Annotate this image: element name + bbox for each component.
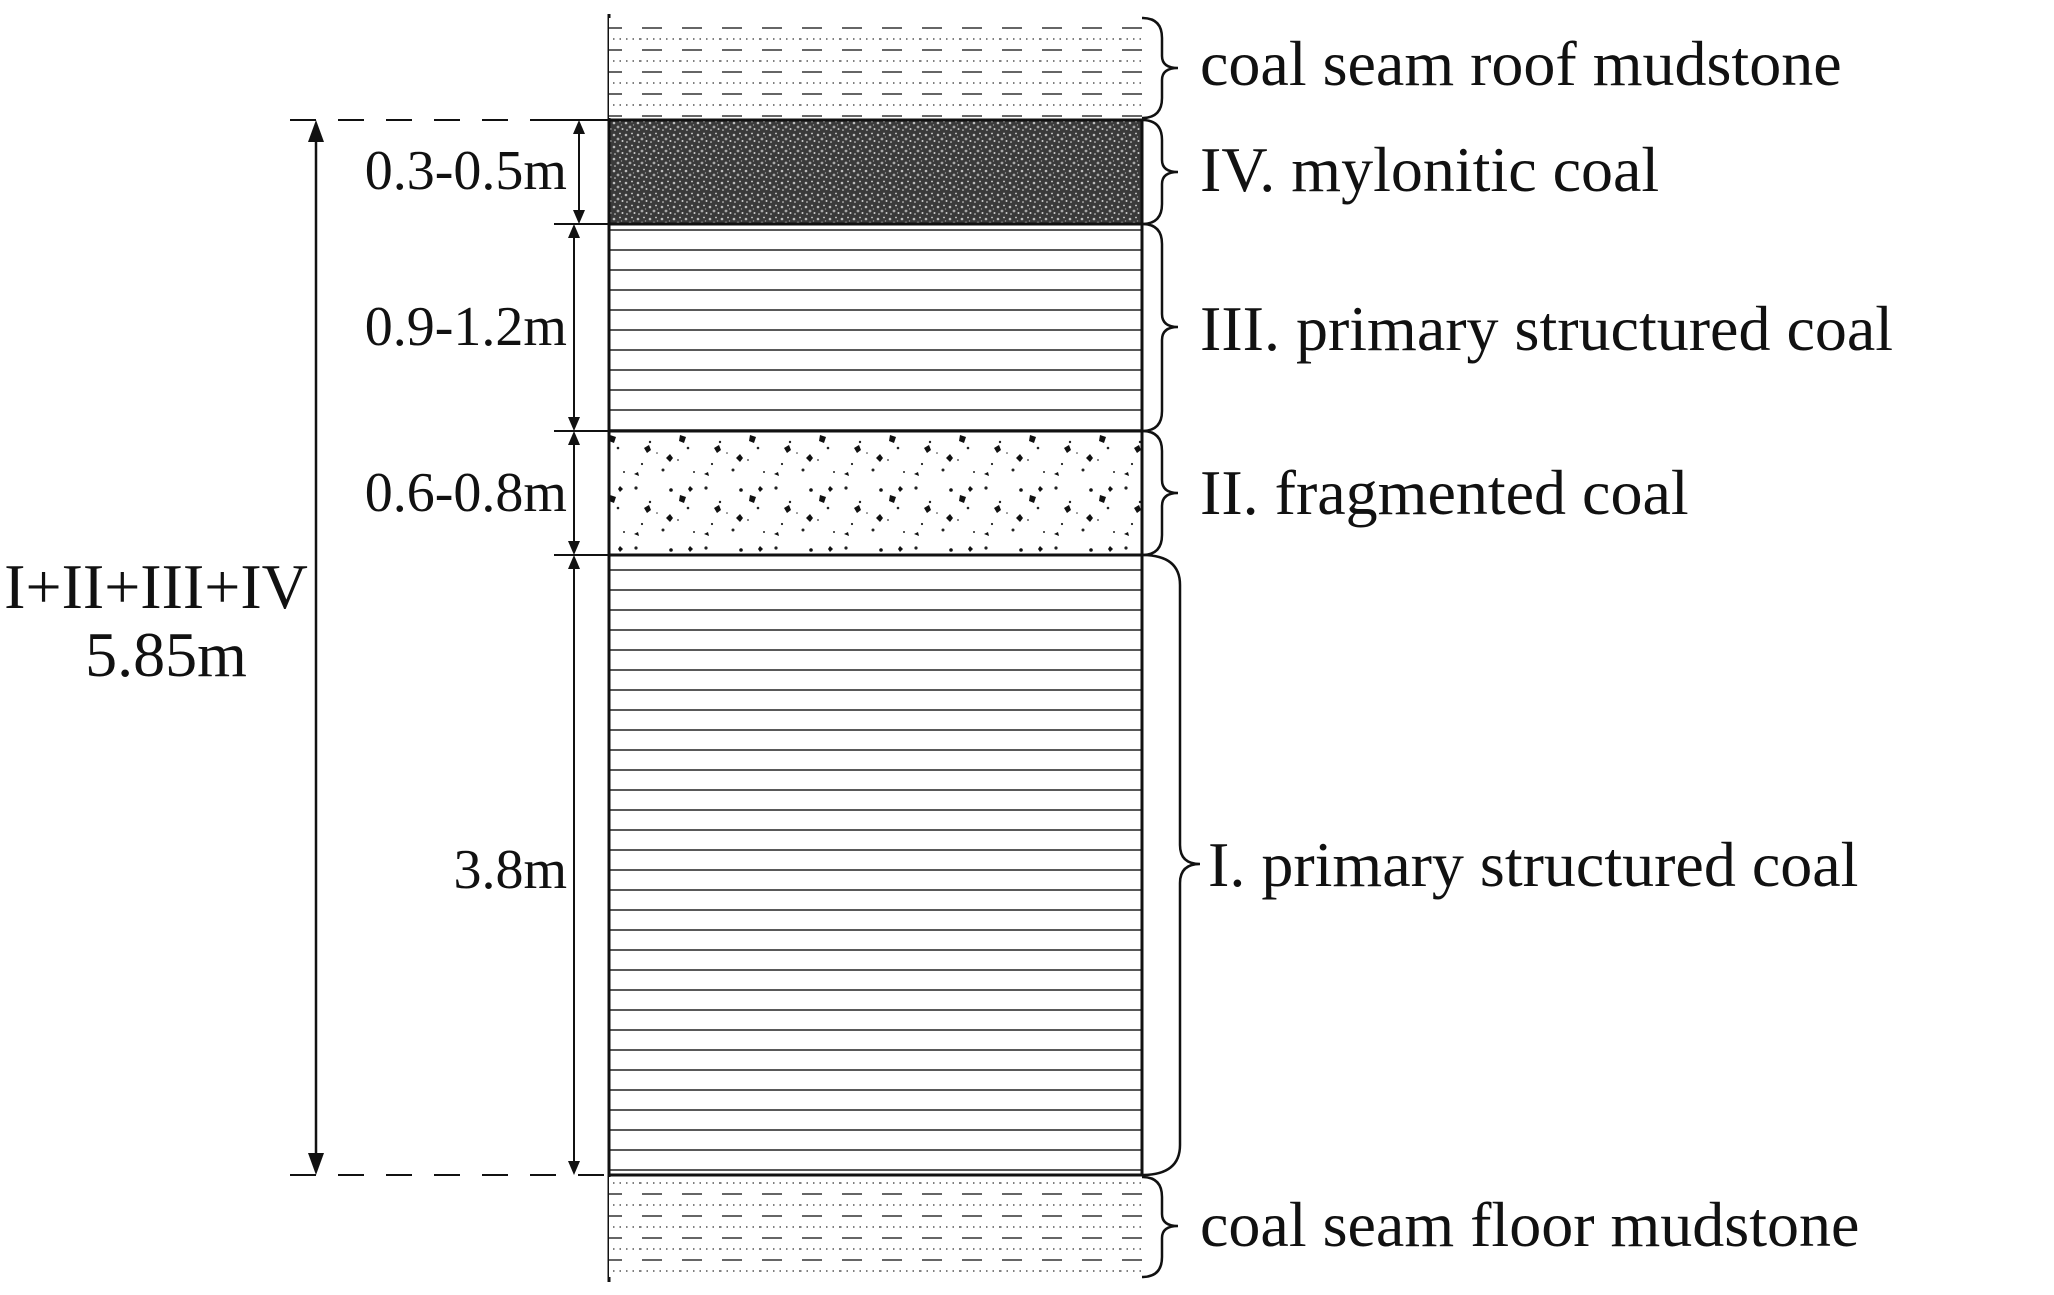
primary-coal-iii-layer (607, 222, 1144, 433)
layer-iii-label: III. primary structured coal (1200, 293, 1893, 364)
layer-iv-thickness: 0.3-0.5m (365, 140, 567, 202)
layer-iv-label: IV. mylonitic coal (1200, 134, 1659, 205)
layer-i-label: I. primary structured coal (1208, 829, 1858, 900)
total-thickness-arrow (308, 120, 324, 1175)
total-thickness-value: 5.85m (85, 619, 247, 690)
fragmented-coal-layer (607, 429, 1144, 557)
layer-iii-thickness: 0.9-1.2m (365, 296, 567, 358)
layer-braces (1141, 16, 1201, 1279)
thickness-arrowheads (568, 120, 585, 1175)
floor-mudstone-label: coal seam floor mudstone (1200, 1189, 1859, 1260)
layer-ii-label: II. fragmented coal (1200, 457, 1689, 528)
layer-i-thickness: 3.8m (453, 839, 567, 901)
thickness-arrows (554, 119, 609, 1163)
mylonitic-coal-layer (607, 118, 1144, 226)
roof-mudstone-layer (609, 18, 1142, 118)
total-layers-label: I+II+III+IV (4, 551, 308, 622)
primary-coal-i-layer (607, 553, 1144, 1177)
floor-mudstone-layer (609, 1177, 1142, 1277)
roof-mudstone-label: coal seam roof mudstone (1200, 28, 1842, 99)
layer-ii-thickness: 0.6-0.8m (365, 462, 567, 524)
